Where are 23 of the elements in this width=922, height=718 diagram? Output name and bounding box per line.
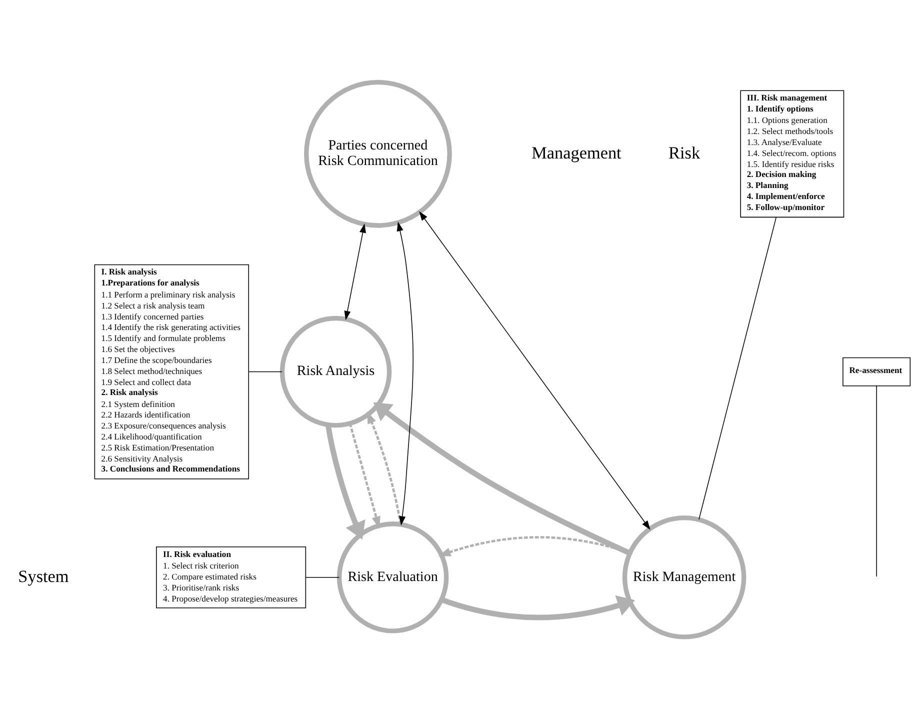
connector bbox=[698, 216, 777, 520]
arrow bbox=[419, 210, 650, 530]
node-box: Re-assessment bbox=[842, 356, 911, 386]
node-box: III. Risk management 1. Identify options 1.1. Options generation 1.2. Select methods/tools 1.3. Analyse/Evaluate 1.4. Select/recom. options 1.5. Identify residue risks 2. Decision making 3. Planning 4. Implement/enforce 5. Follow-up/monitor bbox=[740, 90, 844, 218]
node-circle: Risk Management bbox=[622, 515, 746, 639]
connector bbox=[248, 370, 283, 372]
label: System bbox=[18, 566, 69, 586]
arrow bbox=[348, 422, 380, 529]
node-circle: Risk Evaluation bbox=[336, 521, 449, 633]
node-circle: Parties concerned Risk Communication bbox=[304, 79, 452, 228]
node-circle: Risk Analysis bbox=[280, 315, 392, 428]
arrow bbox=[396, 221, 414, 526]
connector bbox=[876, 385, 877, 576]
node-box: II. Risk evaluation 1. Select risk criterion 2. Compare estimated risks 3. Prioritise/rank risks 4. Propose/develop strategies/measures bbox=[156, 546, 306, 608]
node-box: I. Risk analysis 1.Preparations for analysis 1.1 Perform a preliminary risk analysis 1.2 Select a risk analysis team 1.3 Identify concerned parties 1.4 Identify the risk generating activities 1.5 Identify and formulate problems 1.6 Set the objectives 1.7 Define the scope/boundaries 1.8 Select method/techniques 1.9 Select and collect data 2. Risk analysis 2.1 System definition 2.2 Hazards identification 2.3 Exposure/consequences analysis 2.4 Likelihood/quantification 2.5 Risk Estimation/Presentation 2.6 Sensitivity Analysis 3. Conclusions and Recommendations bbox=[94, 264, 250, 479]
arrow bbox=[440, 594, 635, 620]
arrow bbox=[366, 410, 402, 524]
arrow bbox=[373, 402, 632, 556]
arrow bbox=[325, 424, 366, 540]
connector bbox=[306, 576, 340, 578]
arrow bbox=[344, 222, 366, 320]
label: Risk bbox=[668, 142, 700, 162]
label: Management bbox=[532, 142, 622, 162]
